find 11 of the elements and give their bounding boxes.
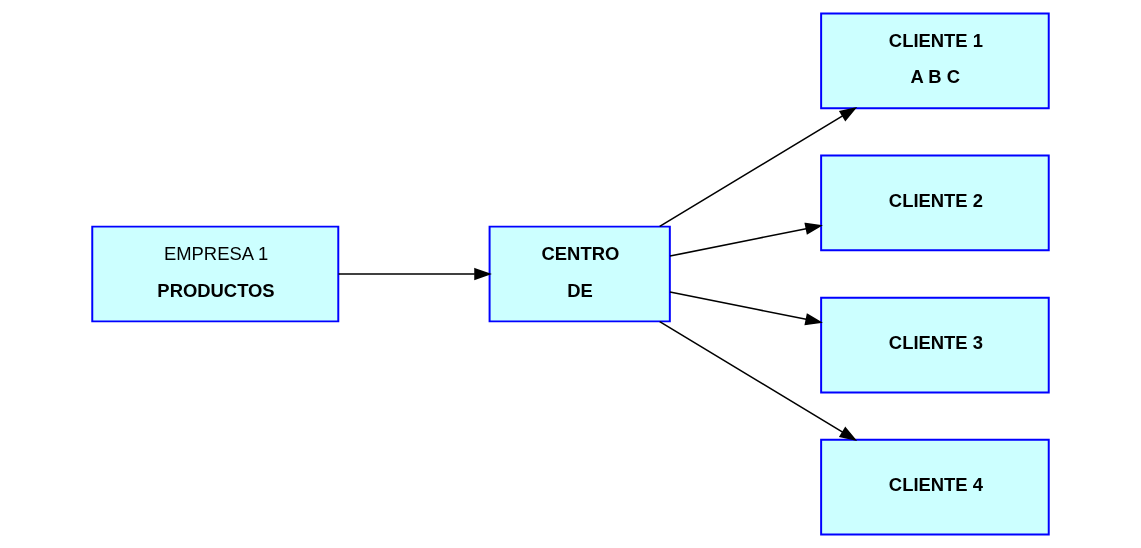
arrow [658, 107, 858, 228]
arrow [669, 291, 823, 326]
arrow [669, 222, 823, 257]
node-box: EMPRESA 1 PRODUCTOS [91, 225, 340, 323]
arrow [658, 320, 858, 441]
node-box: CLIENTE 2 [820, 154, 1050, 252]
node-box: CENTRO DE [488, 225, 671, 323]
node-box: CLIENTE 1 A B C [820, 12, 1050, 110]
node-box: CLIENTE 4 [820, 438, 1050, 536]
node-box: CLIENTE 3 [820, 296, 1050, 394]
arrow [337, 267, 492, 281]
